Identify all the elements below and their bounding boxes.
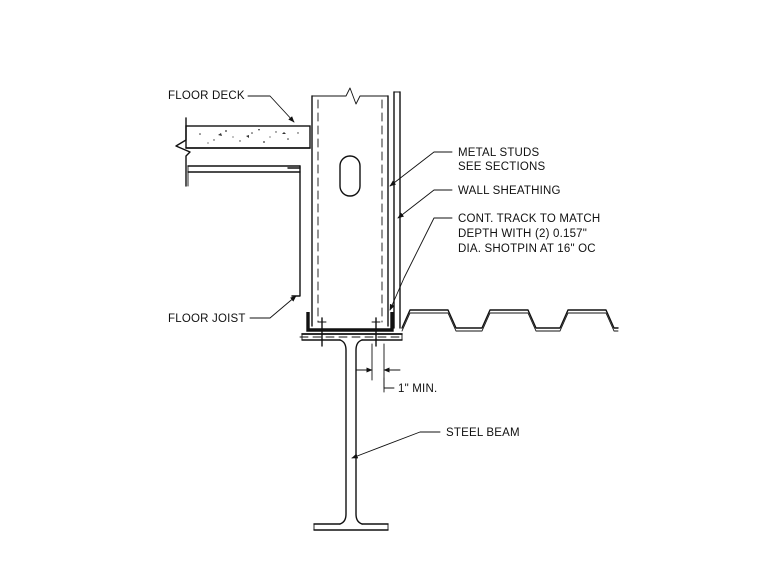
floor-joist (187, 165, 301, 297)
min-clearance-dimension (355, 343, 401, 393)
label-floor-joist: FLOOR JOIST (168, 313, 246, 325)
label-floor-deck: FLOOR DECK (168, 90, 245, 102)
steel-beam (299, 333, 405, 531)
label-track-line-2: DEPTH WITH (2) 0.157" (458, 228, 587, 240)
shot-pins (317, 317, 381, 347)
label-track-line-3: DIA. SHOTPIN AT 16" OC (458, 243, 596, 255)
continuous-track (301, 312, 403, 335)
annotation-labels: FLOOR DECK METAL STUDS SEE SECTIONS WALL… (168, 90, 600, 439)
metal-deck-profile (401, 309, 619, 332)
label-min-clearance: 1" MIN. (398, 383, 437, 395)
floor-deck (175, 117, 311, 187)
label-track-line-1: CONT. TRACK TO MATCH (458, 213, 600, 225)
leaders (247, 95, 453, 459)
label-metal-studs: METAL STUDS (458, 147, 540, 159)
label-steel-beam: STEEL BEAM (446, 427, 520, 439)
label-see-sections: SEE SECTIONS (458, 161, 546, 173)
label-wall-sheathing: WALL SHEATHING (458, 185, 561, 197)
wall-sheathing (393, 91, 401, 329)
metal-stud-wall (311, 87, 389, 327)
